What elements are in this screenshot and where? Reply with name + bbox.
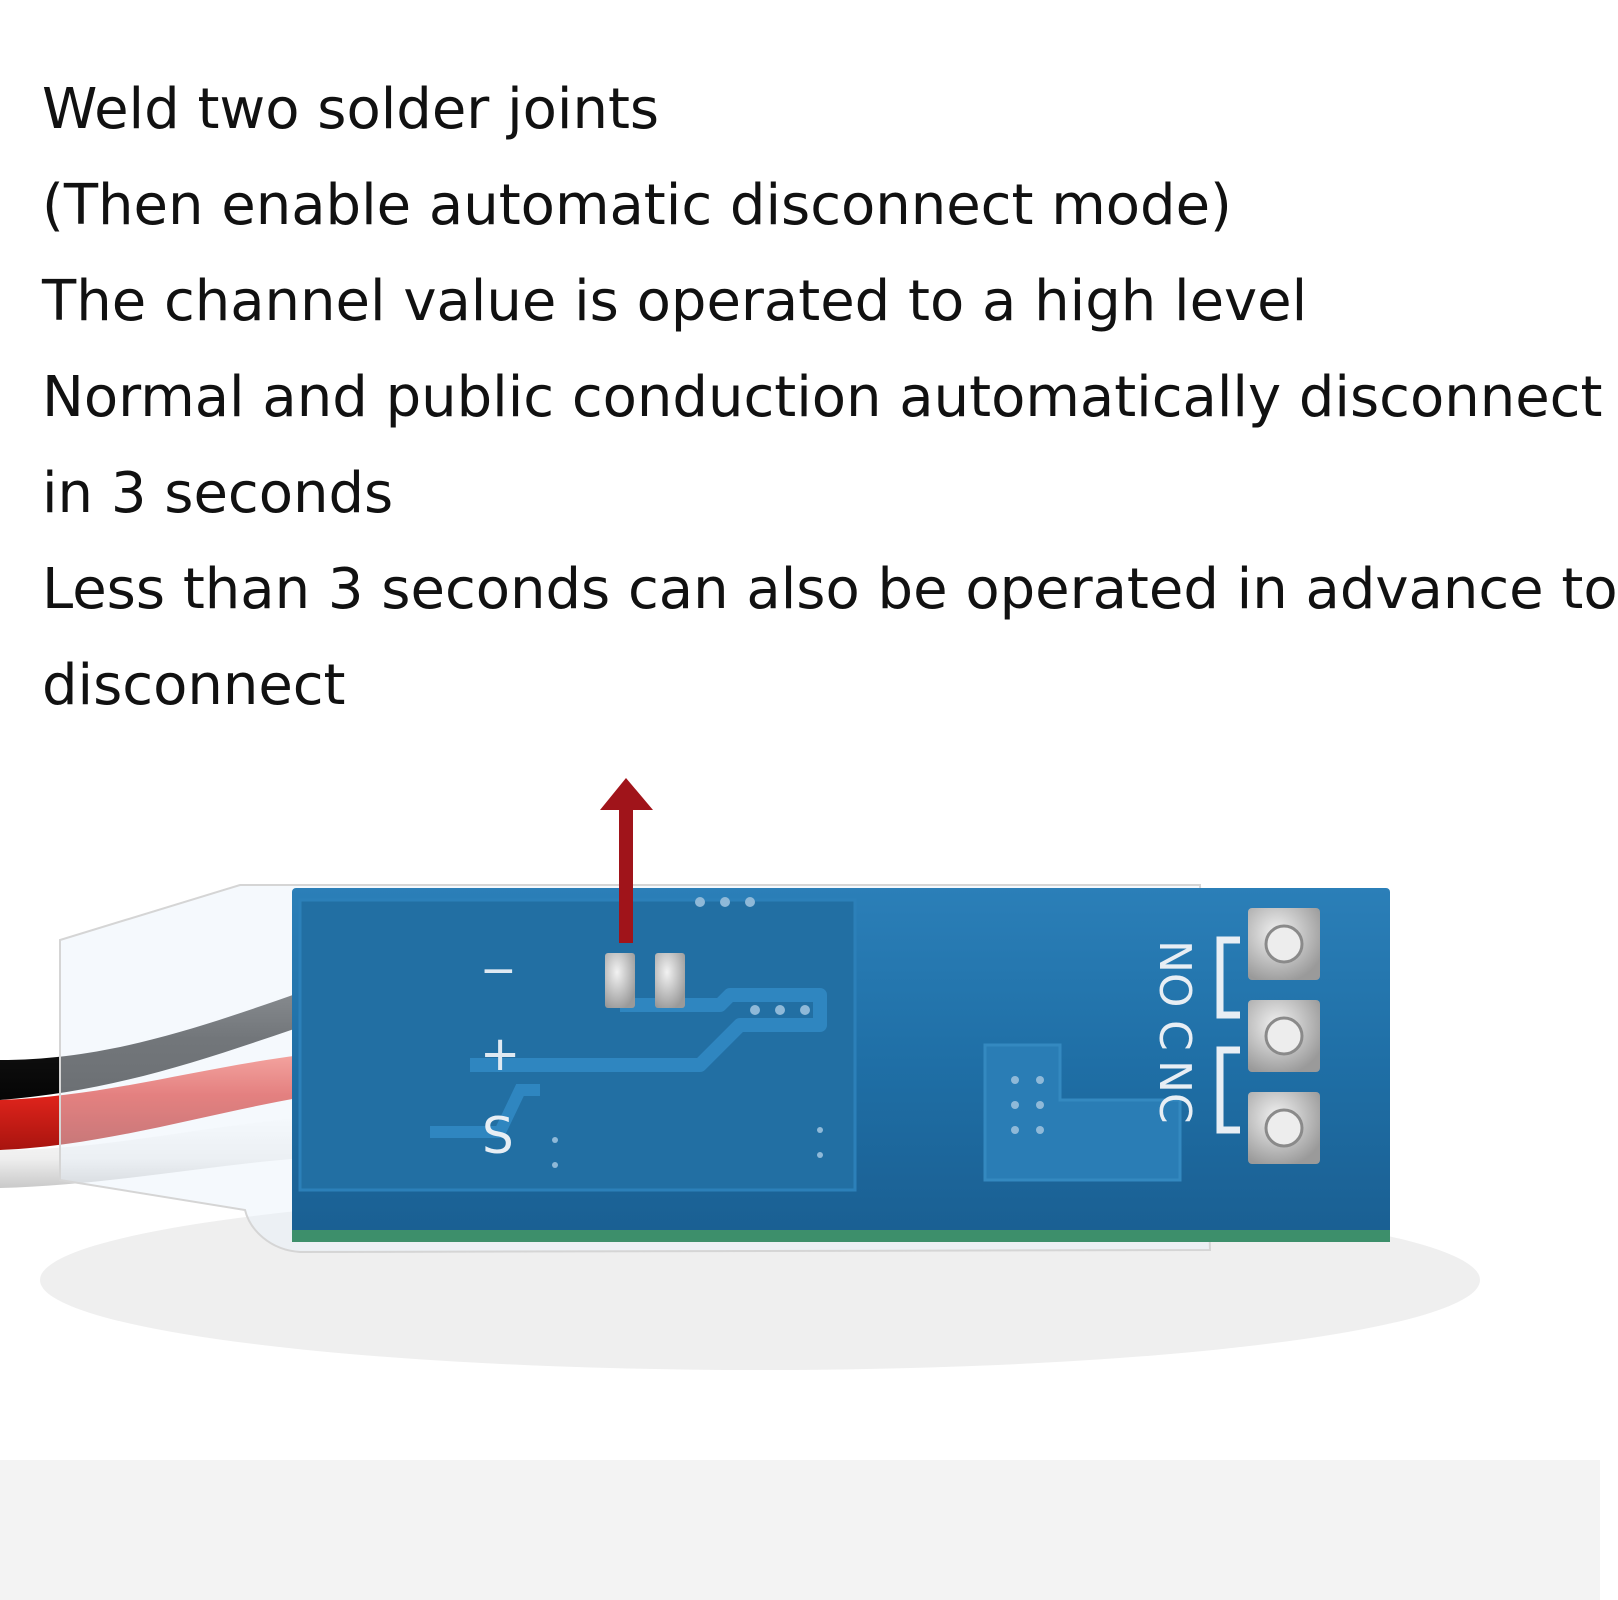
- solder-pad-a: [605, 953, 635, 1008]
- pcb-edge: [292, 1230, 1390, 1242]
- white-wire: [0, 1115, 350, 1188]
- caption-line-3: The channel value is operated to a high …: [42, 269, 1308, 334]
- pcb-trace-2: [430, 1084, 540, 1138]
- pin-label-signal: S: [482, 1107, 514, 1165]
- caption-line-2: (Then enable automatic disconnect mode): [42, 173, 1232, 238]
- terminal-label-no: NO: [1149, 940, 1200, 1008]
- pin-label-minus: −: [480, 945, 517, 996]
- instruction-text: Weld two solder joints (Then enable auto…: [42, 62, 1618, 734]
- relay-board-photo: − + S NO C NC: [0, 778, 1480, 1370]
- pin-label-plus: +: [480, 1026, 520, 1082]
- caption-line-7: disconnect: [42, 653, 346, 718]
- terminal-pads: [1248, 908, 1320, 1164]
- caption-line-4: Normal and public conduction automatical…: [42, 365, 1603, 430]
- pcb-board: − + S NO C NC: [292, 888, 1390, 1242]
- caption-line-5: in 3 seconds: [42, 461, 394, 526]
- caption-line-6: Less than 3 seconds can also be operated…: [42, 557, 1618, 622]
- terminal-label-c: C: [1149, 1020, 1200, 1051]
- solder-pad-b: [655, 953, 685, 1008]
- arrow-up-icon: [600, 778, 653, 943]
- black-wire: [0, 975, 350, 1100]
- pcb-vias: [552, 897, 1044, 1168]
- photo-background: [0, 1460, 1600, 1600]
- caption-line-1: Weld two solder joints: [42, 77, 660, 142]
- terminal-label-nc: NC: [1149, 1060, 1200, 1124]
- pcb-trace: [470, 988, 827, 1072]
- red-wire: [0, 1050, 350, 1150]
- pcb-zone-left: [298, 898, 857, 1192]
- silkscreen-bracket-2: [1216, 1046, 1240, 1134]
- silkscreen-bracket-1: [1216, 936, 1240, 1019]
- pcb-zone-right: [983, 1043, 1182, 1182]
